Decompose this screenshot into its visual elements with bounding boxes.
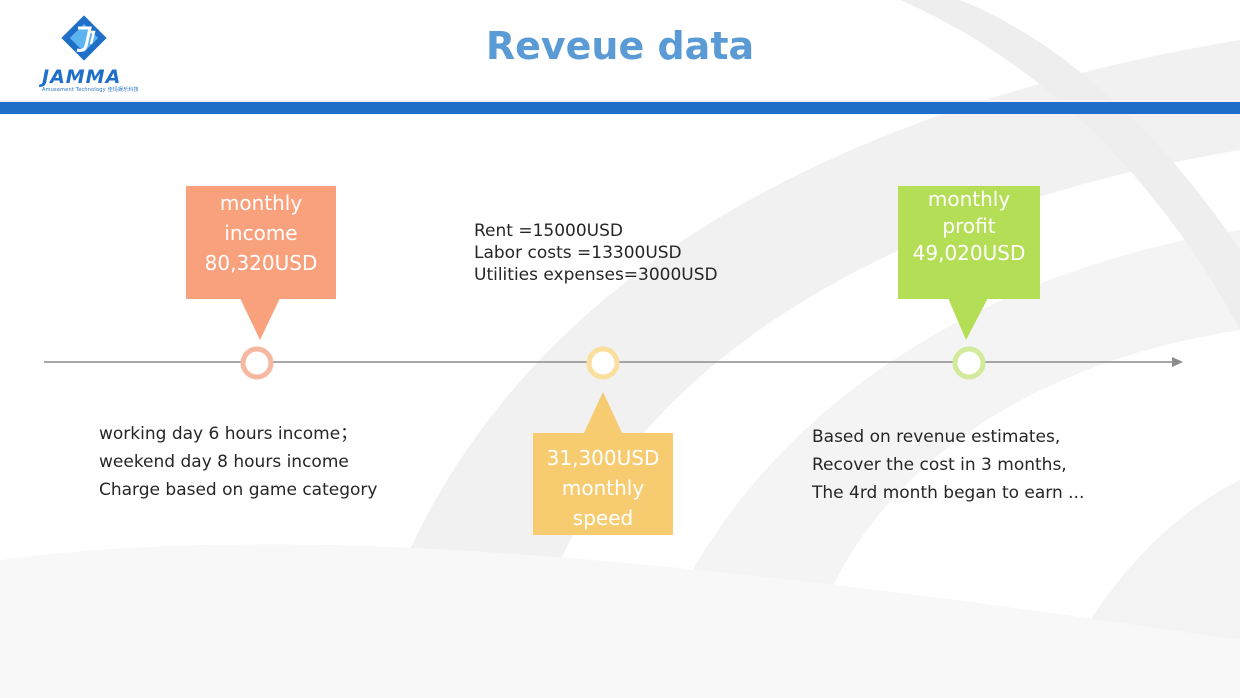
callout-line: monthly bbox=[561, 476, 645, 500]
cost-callout-pointer bbox=[583, 392, 623, 435]
header-divider bbox=[0, 100, 1240, 102]
monthly-profit-callout: monthly profit 49,020USD bbox=[898, 186, 1040, 299]
cost-line: Utilities expenses=3000USD bbox=[474, 265, 718, 285]
callout-line: monthly bbox=[219, 191, 303, 215]
logo-subtitle: Amusement Technology 佳玛娱乐科技 bbox=[42, 87, 139, 93]
callout-line: 80,320USD bbox=[204, 251, 318, 275]
estimate-note-line: The 4rd month began to earn ... bbox=[812, 483, 1085, 503]
income-note-line: weekend day 8 hours income bbox=[99, 452, 349, 472]
callout-line: income bbox=[224, 221, 298, 245]
income-note-line: Charge based on game category bbox=[99, 480, 378, 500]
income-callout-pointer bbox=[240, 298, 280, 340]
logo-diamond-icon bbox=[61, 15, 107, 61]
monthly-income-callout: monthly income 80,320USD bbox=[186, 186, 336, 299]
logo-wordmark: JAMMA bbox=[42, 66, 122, 88]
income-note-line: working day 6 hours income； bbox=[99, 424, 358, 444]
jamma-logo: JAMMA Amusement Technology 佳玛娱乐科技 bbox=[38, 14, 139, 94]
header-bar bbox=[0, 102, 1240, 114]
estimate-notes: Based on revenue estimates, Recover the … bbox=[812, 423, 1084, 507]
cost-line: Rent =15000USD bbox=[474, 221, 623, 241]
income-notes: working day 6 hours income； weekend day … bbox=[99, 420, 377, 504]
cost-breakdown: Rent =15000USD Labor costs =13300USD Uti… bbox=[474, 220, 718, 286]
callout-line: 49,020USD bbox=[912, 241, 1026, 265]
income-node bbox=[240, 346, 274, 380]
profit-node bbox=[952, 346, 986, 380]
estimate-note-line: Based on revenue estimates, bbox=[812, 427, 1061, 447]
cost-line: Labor costs =13300USD bbox=[474, 243, 682, 263]
callout-line: monthly bbox=[927, 187, 1011, 211]
timeline-arrow-icon bbox=[1172, 357, 1183, 367]
monthly-cost-callout: 31,300USD monthly speed bbox=[533, 433, 673, 535]
callout-line: speed bbox=[572, 506, 634, 530]
cost-node bbox=[586, 346, 620, 380]
estimate-note-line: Recover the cost in 3 months, bbox=[812, 455, 1067, 475]
profit-callout-pointer bbox=[948, 298, 988, 340]
page-title: Reveue data bbox=[485, 24, 755, 68]
callout-line: 31,300USD bbox=[546, 446, 660, 470]
callout-line: profit bbox=[942, 214, 996, 238]
